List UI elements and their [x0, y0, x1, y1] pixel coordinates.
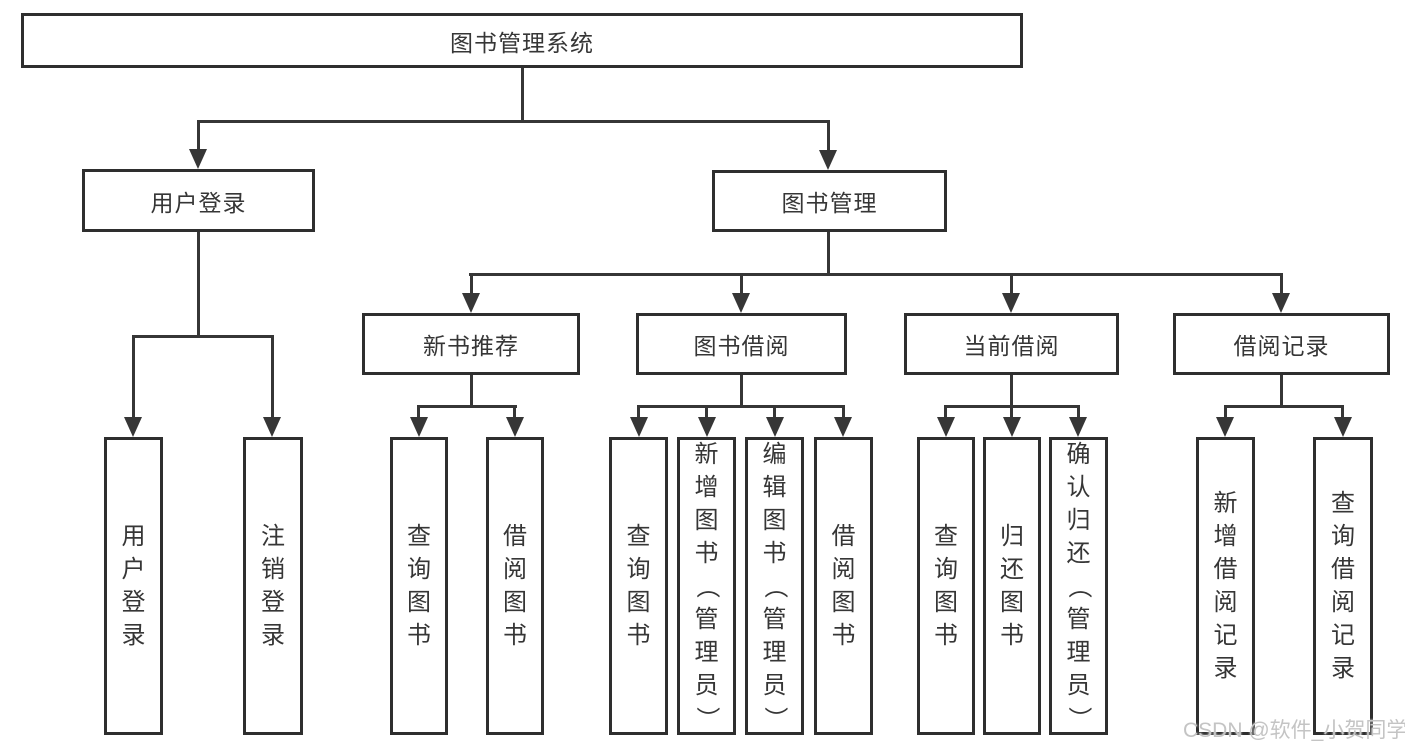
arrowhead-down	[506, 417, 524, 437]
arrowhead-down	[263, 417, 281, 437]
leaf-borrow-book-1-label: 借阅图书	[503, 523, 527, 649]
leaf-borrow-book-2-label: 借阅图书	[831, 523, 856, 649]
node-user-login-label: 用户登录	[150, 189, 247, 216]
leaf-add-book-admin: 新增图书（管理员）	[677, 437, 736, 735]
leaf-query-borrow-record: 查询借阅记录	[1313, 437, 1373, 735]
node-book-management: 图书管理	[712, 170, 947, 232]
connector-group-trunk	[1010, 375, 1013, 405]
leaf-query-borrow-record-label: 查询借阅记录	[1331, 490, 1355, 682]
arrowhead-down	[1272, 293, 1290, 313]
leaf-add-borrow-record-label: 新增借阅记录	[1213, 490, 1238, 682]
leaf-return-book-label: 归还图书	[1000, 523, 1024, 649]
connector-drop	[1010, 405, 1013, 417]
connector-drop	[842, 405, 845, 417]
arrowhead-down	[834, 417, 852, 437]
node-book-borrow-label: 图书借阅	[693, 333, 790, 359]
leaf-edit-book-admin: 编辑图书（管理员）	[745, 437, 804, 735]
arrowhead-down	[124, 417, 142, 437]
node-root-label: 图书管理系统	[450, 29, 594, 56]
leaf-query-book-3: 查询图书	[917, 437, 975, 735]
connector-root-trunk	[521, 68, 524, 120]
connector-drop	[705, 405, 708, 417]
node-new-book-recommend-label: 新书推荐	[423, 333, 519, 359]
leaf-return-book: 归还图书	[983, 437, 1041, 735]
arrowhead-down	[630, 417, 648, 437]
leaf-query-book-1-label: 查询图书	[407, 523, 431, 649]
connector-group-trunk	[740, 375, 743, 405]
leaf-confirm-return-admin: 确认归还（管理员）	[1049, 437, 1108, 735]
arrowhead-down	[410, 417, 428, 437]
arrowhead-down	[766, 417, 784, 437]
connector-drop	[1077, 405, 1080, 417]
leaf-edit-book-admin-label: 编辑图书（管理员）	[761, 440, 788, 731]
leaf-query-book-3-label: 查询图书	[934, 523, 958, 649]
node-current-borrow-label: 当前借阅	[963, 333, 1060, 359]
arrowhead-down	[1069, 417, 1087, 437]
connector-user-login-trunk	[197, 232, 200, 335]
connector-group-bar	[418, 405, 517, 408]
leaf-query-book-2: 查询图书	[609, 437, 668, 735]
arrowhead-down	[189, 149, 207, 169]
arrowhead-down	[1334, 417, 1352, 437]
node-borrow-record-label: 借阅记录	[1233, 333, 1330, 359]
leaf-user-login-label: 用户登录	[121, 523, 146, 649]
connector-drop	[944, 405, 947, 417]
connector-drop	[271, 335, 274, 417]
connector-drop	[827, 120, 830, 151]
arrowhead-down	[732, 293, 750, 313]
node-book-management-label: 图书管理	[781, 190, 878, 216]
leaf-confirm-return-admin-label: 确认归还（管理员）	[1065, 440, 1092, 731]
arrowhead-down	[937, 417, 955, 437]
connector-group-trunk	[1280, 375, 1283, 405]
connector-drop	[637, 405, 640, 417]
node-borrow-record: 借阅记录	[1173, 313, 1390, 375]
connector-drop	[1341, 405, 1344, 417]
connector-drop	[1280, 273, 1283, 293]
connector-drop	[740, 273, 743, 293]
node-root: 图书管理系统	[21, 13, 1023, 68]
node-user-login: 用户登录	[82, 169, 315, 232]
leaf-borrow-book-1: 借阅图书	[486, 437, 544, 735]
arrowhead-down	[698, 417, 716, 437]
arrowhead-down	[1002, 293, 1020, 313]
leaf-query-book-2-label: 查询图书	[626, 523, 651, 649]
arrowhead-down	[1216, 417, 1234, 437]
leaf-user-login: 用户登录	[104, 437, 163, 735]
arrowhead-down	[819, 150, 837, 170]
connector-drop	[470, 273, 473, 293]
leaf-add-book-admin-label: 新增图书（管理员）	[693, 440, 720, 731]
leaf-query-book-1: 查询图书	[390, 437, 448, 735]
connector-drop	[417, 405, 420, 417]
leaf-logout: 注销登录	[243, 437, 303, 735]
leaf-add-borrow-record: 新增借阅记录	[1196, 437, 1255, 735]
leaf-borrow-book-2: 借阅图书	[814, 437, 873, 735]
connector-group-bar	[637, 405, 845, 408]
leaf-logout-label: 注销登录	[261, 523, 285, 649]
connector-drop	[1224, 405, 1227, 417]
connector-group-trunk	[470, 375, 473, 405]
connector-drop	[513, 405, 516, 417]
connector-user-login-bar	[132, 335, 274, 338]
connector-drop	[773, 405, 776, 417]
node-current-borrow: 当前借阅	[904, 313, 1119, 375]
connector-group-bar	[1224, 405, 1344, 408]
connector-level3-bar	[469, 273, 1282, 276]
node-book-borrow: 图书借阅	[636, 313, 847, 375]
node-new-book-recommend: 新书推荐	[362, 313, 580, 375]
arrowhead-down	[462, 293, 480, 313]
connector-drop	[132, 335, 135, 417]
connector-book-mgmt-trunk	[827, 232, 830, 273]
connector-drop	[1010, 273, 1013, 293]
arrowhead-down	[1003, 417, 1021, 437]
connector-level2-bar	[197, 120, 830, 123]
watermark: CSDN @软件_小贺同学	[1183, 719, 1405, 742]
connector-drop	[197, 120, 200, 150]
